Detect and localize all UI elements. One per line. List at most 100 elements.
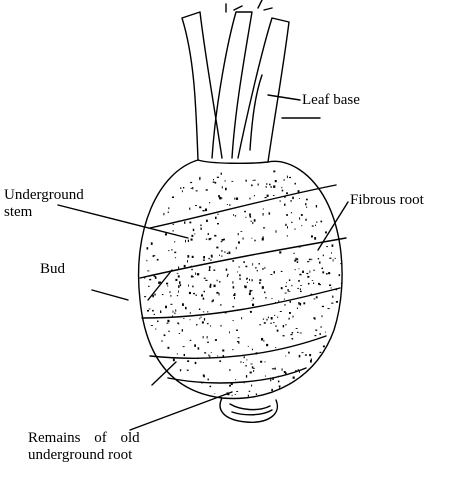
stipple-dot (266, 319, 267, 321)
stipple-dot (260, 361, 262, 363)
stipple-dot (252, 366, 254, 368)
stipple-dot (205, 280, 207, 281)
stipple-dot (189, 222, 191, 224)
stipple-dot (236, 391, 238, 392)
stipple-dot (274, 315, 275, 316)
stipple-dot (306, 207, 307, 208)
stipple-dot (147, 271, 149, 272)
stipple-dot (335, 258, 336, 259)
stipple-dot (282, 190, 284, 192)
stipple-dot (239, 274, 241, 276)
stipple-dot (256, 352, 258, 354)
stipple-dot (190, 182, 192, 183)
stipple-dot (221, 173, 222, 175)
stipple-dot (259, 279, 261, 281)
stipple-dot (295, 183, 296, 185)
stipple-dot (263, 319, 264, 320)
stipple-dot (199, 177, 200, 179)
stipple-dot (203, 375, 205, 377)
stipple-dot (289, 279, 290, 281)
stipple-dot (249, 279, 250, 281)
stipple-dot (202, 321, 204, 323)
stipple-dot (291, 212, 292, 213)
stipple-dot (322, 268, 324, 270)
stipple-dot (291, 222, 293, 223)
stipple-dot (274, 271, 276, 273)
stipple-dot (157, 321, 158, 323)
stipple-dot (264, 322, 266, 324)
stipple-dot (326, 246, 328, 247)
stipple-dot (151, 325, 153, 326)
stipple-dot (203, 260, 205, 261)
stipple-dot (214, 270, 216, 271)
stipple-dot (210, 238, 212, 239)
stipple-dot (320, 327, 322, 328)
stipple-dot (235, 379, 236, 380)
stipple-dot (203, 311, 204, 312)
stipple-dot (316, 221, 317, 223)
stipple-dot (315, 330, 317, 331)
stipple-dot (262, 286, 264, 289)
stipple-dot (243, 261, 244, 263)
stipple-dot (193, 293, 195, 294)
stipple-dot (184, 354, 185, 356)
stipple-dot (292, 338, 294, 339)
stipple-dot (272, 378, 274, 380)
stipple-dot (306, 273, 308, 274)
stipple-dot (261, 338, 263, 341)
stipple-dot (232, 281, 233, 283)
stipple-dot (166, 283, 168, 285)
stipple-dot (285, 286, 287, 287)
stipple-dot (193, 229, 194, 231)
stipple-dot (294, 229, 295, 230)
stipple-dot (198, 347, 200, 349)
stipple-dot (246, 359, 247, 360)
stipple-dot (165, 233, 167, 235)
stipple-dot (280, 311, 282, 312)
stipple-dot (160, 311, 161, 314)
stipple-dot (172, 197, 174, 199)
stipple-dot (154, 294, 155, 296)
stipple-dot (238, 337, 240, 338)
stipple-dot (270, 379, 271, 381)
stipple-dot (265, 267, 266, 269)
stipple-dot (177, 273, 179, 274)
stipple-dot (305, 354, 307, 355)
stipple-dot (299, 246, 301, 248)
stipple-dot (183, 318, 184, 319)
stipple-dot (187, 370, 189, 371)
stipple-dot (256, 394, 257, 396)
stipple-dot (189, 208, 190, 210)
stipple-dot (267, 195, 269, 197)
stipple-dot (173, 359, 175, 362)
stipple-dot (241, 317, 242, 319)
stipple-dot (243, 362, 244, 363)
stipple-dot (179, 281, 181, 284)
stipple-dot (194, 344, 196, 346)
stipple-dot (336, 301, 338, 303)
stipple-dot (147, 247, 149, 249)
stipple-dot (177, 353, 178, 354)
stipple-dot (266, 186, 267, 188)
stipple-dot (191, 275, 193, 277)
stipple-dot (178, 221, 179, 222)
stipple-dot (259, 282, 260, 284)
stipple-dot (269, 184, 271, 186)
stipple-dot (177, 295, 178, 296)
stipple-dot (299, 274, 301, 276)
stipple-dot (315, 335, 317, 336)
stipple-dot (298, 190, 300, 192)
stipple-dot (339, 274, 341, 276)
stipple-dot (217, 177, 219, 178)
stipple-dot (229, 204, 230, 206)
stipple-dot (144, 277, 145, 278)
stipple-dot (251, 385, 252, 387)
corm-body (139, 160, 346, 422)
stipple-dot (311, 235, 313, 237)
stipple-dot (201, 294, 203, 296)
stipple-dot (316, 205, 317, 208)
stipple-dot (244, 383, 245, 384)
stipple-dot (214, 393, 215, 394)
stipple-dot (214, 285, 216, 288)
stipple-dot (195, 205, 197, 206)
